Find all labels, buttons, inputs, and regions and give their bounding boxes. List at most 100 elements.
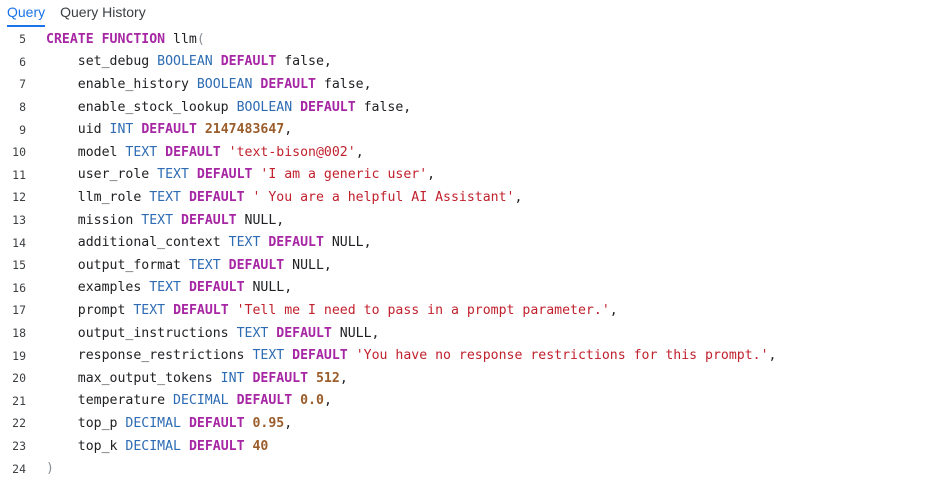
token-id [213,54,221,69]
token-id: , [284,122,293,138]
code-text[interactable]: output_format TEXT DEFAULT NULL, [30,258,332,273]
line-number: 17 [12,303,26,318]
token-ty: INT [220,370,245,386]
code-line[interactable]: 14 additional_context TEXT DEFAULT NULL, [0,231,936,254]
tab-query-history[interactable]: Query History [60,4,146,20]
token-id [308,371,316,386]
code-text[interactable]: mission TEXT DEFAULT NULL, [30,213,284,228]
token-id: , [514,189,523,205]
code-line[interactable]: 9 uid INT DEFAULT 2147483647, [0,118,936,141]
code-text[interactable]: temperature DECIMAL DEFAULT 0.0, [30,393,332,408]
token-id [348,348,356,363]
token-str: 'text-bison@002' [228,144,356,160]
tab-query[interactable]: Query [7,0,46,27]
line-number: 6 [19,54,26,69]
token-num: 512 [315,370,340,386]
code-text[interactable]: response_restrictions TEXT DEFAULT 'You … [30,348,777,363]
code-line[interactable]: 11 user_role TEXT DEFAULT 'I am a generi… [0,164,936,187]
token-id: enable_history [46,76,197,92]
token-ty: TEXT [157,167,189,183]
code-line[interactable]: 19 response_restrictions TEXT DEFAULT 'Y… [0,344,936,367]
token-id: uid [46,122,110,138]
code-text[interactable]: model TEXT DEFAULT 'text-bison@002', [30,145,364,160]
token-id: additional_context [46,235,229,251]
code-text[interactable]: CREATE FUNCTION llm( [30,32,205,47]
code-line[interactable]: 24) [0,457,936,480]
token-id [165,303,173,318]
code-text[interactable]: enable_history BOOLEAN DEFAULT false, [30,77,372,92]
code-line[interactable]: 12 llm_role TEXT DEFAULT ' You are a hel… [0,186,936,209]
code-line[interactable]: 18 output_instructions TEXT DEFAULT NULL… [0,322,936,345]
code-text[interactable]: ) [30,461,54,476]
token-id: false, [315,76,372,92]
code-line[interactable]: 22 top_p DECIMAL DEFAULT 0.95, [0,412,936,435]
token-ty: DECIMAL [125,438,181,454]
code-line[interactable]: 20 max_output_tokens INT DEFAULT 512, [0,367,936,390]
token-kw: DEFAULT [141,122,197,138]
token-id: , [355,144,364,160]
line-number: 24 [12,461,26,476]
token-ty: TEXT [228,235,261,251]
code-text[interactable]: uid INT DEFAULT 2147483647, [30,122,292,137]
token-ty: BOOLEAN [157,54,213,70]
token-id: llm [165,31,197,47]
token-kw: DEFAULT [188,189,245,205]
token-ty: DECIMAL [125,415,181,431]
token-id: , [323,393,332,409]
line-number: 14 [12,235,26,250]
token-kw: DEFAULT [252,370,309,386]
line-number: 16 [12,280,26,295]
token-id [229,393,237,408]
code-text[interactable]: enable_stock_lookup BOOLEAN DEFAULT fals… [30,99,412,115]
token-id: user_role [46,167,158,183]
code-text[interactable]: top_p DECIMAL DEFAULT 0.95, [30,416,292,431]
line-number: 23 [12,439,26,454]
token-id: false, [355,99,412,115]
code-line[interactable]: 6 set_debug BOOLEAN DEFAULT false, [0,51,936,74]
code-text[interactable]: prompt TEXT DEFAULT 'Tell me I need to p… [30,303,618,318]
token-id: top_p [46,415,126,431]
line-number: 22 [12,416,26,431]
code-line[interactable]: 21 temperature DECIMAL DEFAULT 0.0, [0,390,936,413]
code-line[interactable]: 16 examples TEXT DEFAULT NULL, [0,277,936,300]
token-id: NULL, [323,235,372,251]
code-text[interactable]: output_instructions TEXT DEFAULT NULL, [30,326,380,341]
token-kw: DEFAULT [165,144,221,160]
token-id [157,145,165,160]
token-paren: ) [46,461,54,477]
code-line[interactable]: 8 enable_stock_lookup BOOLEAN DEFAULT fa… [0,96,936,119]
token-id: prompt [46,302,134,318]
code-text[interactable]: top_k DECIMAL DEFAULT 40 [30,438,269,454]
code-line[interactable]: 10 model TEXT DEFAULT 'text-bison@002', [0,141,936,164]
code-text[interactable]: llm_role TEXT DEFAULT ' You are a helpfu… [30,189,523,205]
token-ty: TEXT [252,348,285,364]
code-text[interactable]: user_role TEXT DEFAULT 'I am a generic u… [30,167,435,182]
token-paren: ( [196,31,205,47]
line-number: 7 [19,77,26,92]
code-line[interactable]: 23 top_k DECIMAL DEFAULT 40 [0,435,936,458]
code-line[interactable]: 7 enable_history BOOLEAN DEFAULT false, [0,73,936,96]
token-str: ' You are a helpful AI Assistant' [252,189,515,205]
line-number: 20 [12,371,26,386]
code-text[interactable]: max_output_tokens INT DEFAULT 512, [30,371,348,386]
code-text[interactable]: examples TEXT DEFAULT NULL, [30,280,292,295]
code-text[interactable]: set_debug BOOLEAN DEFAULT false, [30,54,332,69]
code-line[interactable]: 17 prompt TEXT DEFAULT 'Tell me I need t… [0,299,936,322]
token-id: , [609,302,618,318]
code-line[interactable]: 13 mission TEXT DEFAULT NULL, [0,209,936,232]
token-id: , [284,415,293,431]
tab-bar: Query Query History [0,0,936,27]
token-id [221,145,229,160]
token-ty: TEXT [149,189,181,205]
token-id [181,416,189,431]
token-ty: TEXT [125,144,158,160]
token-id [292,100,300,115]
line-number: 18 [12,326,26,341]
token-ty: TEXT [133,302,166,318]
token-id: NULL, [331,325,380,341]
code-line[interactable]: 15 output_format TEXT DEFAULT NULL, [0,254,936,277]
token-id: response_restrictions [46,348,253,364]
code-text[interactable]: additional_context TEXT DEFAULT NULL, [30,235,372,250]
